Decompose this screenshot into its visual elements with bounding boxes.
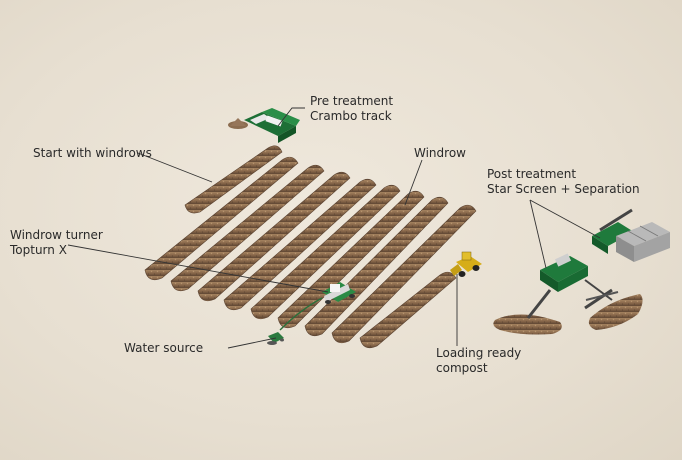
label-pre-treatment-line2: Crambo track: [310, 109, 392, 123]
leader-windrow: [404, 159, 423, 206]
topturn-turner-icon: [279, 282, 356, 331]
label-start-windrows-line1: Start with windrows: [33, 146, 152, 160]
label-windrow-turner: Windrow turner Topturn X: [10, 228, 103, 258]
water-pump-icon: [267, 332, 284, 345]
leader-pre-treatment: [277, 107, 305, 127]
windrow-9: [331, 204, 477, 344]
label-windrow-turner-line1: Windrow turner: [10, 228, 103, 242]
leader-post-treatment-1: [529, 199, 547, 269]
label-pre-treatment: Pre treatment Crambo track: [310, 94, 393, 124]
leader-post-treatment-2: [529, 199, 601, 239]
windrow-7: [277, 190, 425, 329]
windrow-10: [359, 271, 457, 349]
windrow-8: [304, 196, 449, 337]
label-pre-treatment-line1: Pre treatment: [310, 94, 394, 108]
windrow-6: [250, 184, 401, 320]
star-screen-icon: [493, 208, 670, 335]
compost-heap-right: [588, 294, 643, 330]
windrow-4: [197, 171, 351, 302]
label-loading-line2: compost: [436, 361, 488, 375]
label-windrow: Windrow: [414, 146, 466, 161]
windrow-2: [144, 156, 299, 281]
label-loading-line1: Loading ready: [436, 346, 522, 360]
crambo-shredder-icon: [228, 108, 300, 143]
leader-water-source: [227, 337, 277, 349]
label-post-treatment: Post treatment Star Screen + Separation: [487, 167, 640, 197]
conveyor-icon: [585, 291, 619, 301]
windrow-5: [223, 178, 377, 311]
leader-start-windrows: [137, 152, 213, 183]
label-loading: Loading ready compost: [436, 346, 521, 376]
leader-windrow-turner: [67, 244, 329, 293]
windrow-1: [184, 145, 283, 214]
label-water-source: Water source: [124, 341, 203, 356]
windrow-3: [170, 164, 325, 292]
label-windrow-turner-line2: Topturn X: [10, 243, 67, 257]
leader-lines: [67, 107, 601, 349]
label-start-windrows: Start with windrows: [33, 146, 152, 161]
label-post-treatment-line2: Star Screen + Separation: [487, 182, 640, 196]
label-water-source-line1: Water source: [124, 341, 204, 355]
label-windrow-line1: Windrow: [414, 146, 466, 160]
label-post-treatment-line1: Post treatment: [487, 167, 577, 181]
windrows: [144, 145, 477, 349]
compost-heap-left: [493, 314, 562, 335]
wheel-loader-icon: [450, 251, 482, 277]
